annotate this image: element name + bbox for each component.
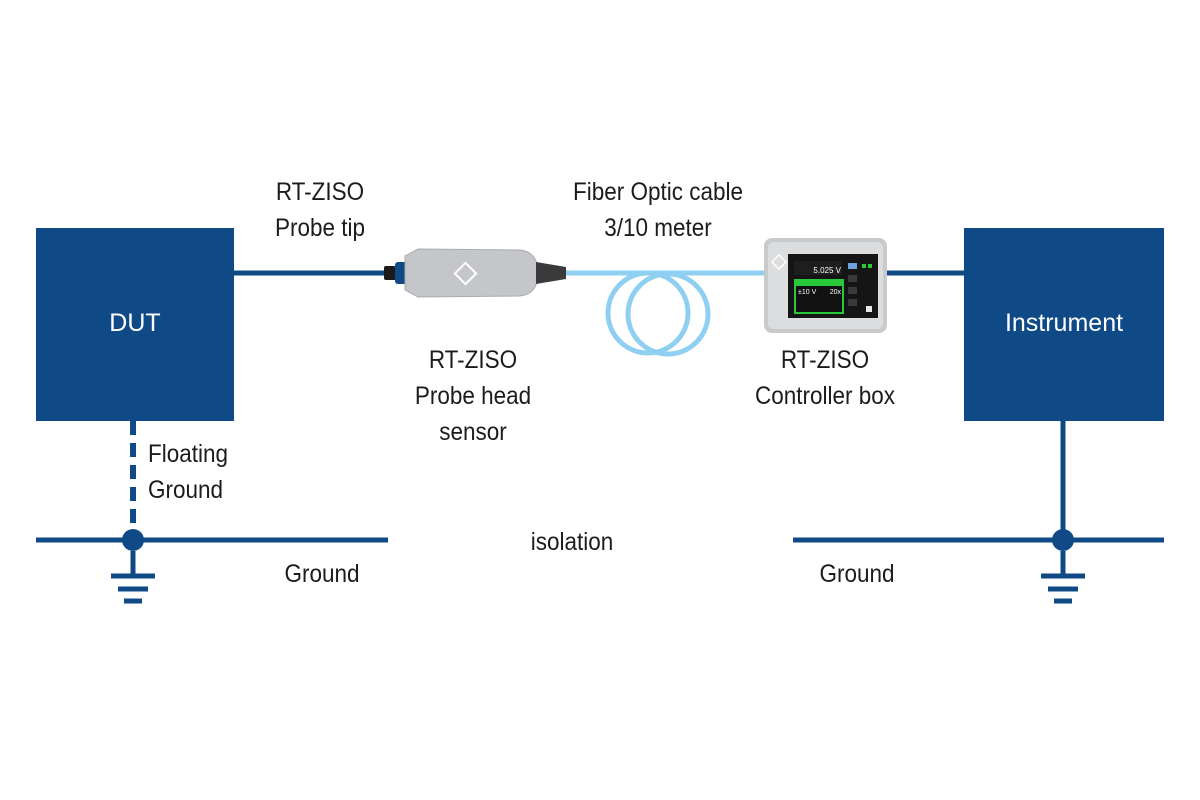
probe-head-sensor [384, 248, 566, 298]
ground-label-right: Ground [819, 560, 895, 588]
controller-gain: 20x [830, 289, 842, 296]
controller-reading: 5.025 V [813, 266, 841, 275]
ground-symbol-right [1041, 551, 1085, 604]
instrument-label: Instrument [1004, 309, 1124, 337]
junction-dot-left [122, 529, 144, 551]
dut-block [36, 228, 234, 421]
controller-range: ±10 V [798, 289, 817, 296]
isolation-label: isolation [530, 528, 614, 556]
ground-symbol-left [111, 551, 155, 604]
fiber-optic-cable [565, 270, 766, 357]
instrument-block [964, 228, 1164, 421]
dut-label: DUT [109, 309, 161, 337]
controller-box: 5.025 V ±10 V 20x [764, 238, 887, 333]
junction-dot-right [1052, 529, 1074, 551]
ground-label-left: Ground [284, 560, 360, 588]
